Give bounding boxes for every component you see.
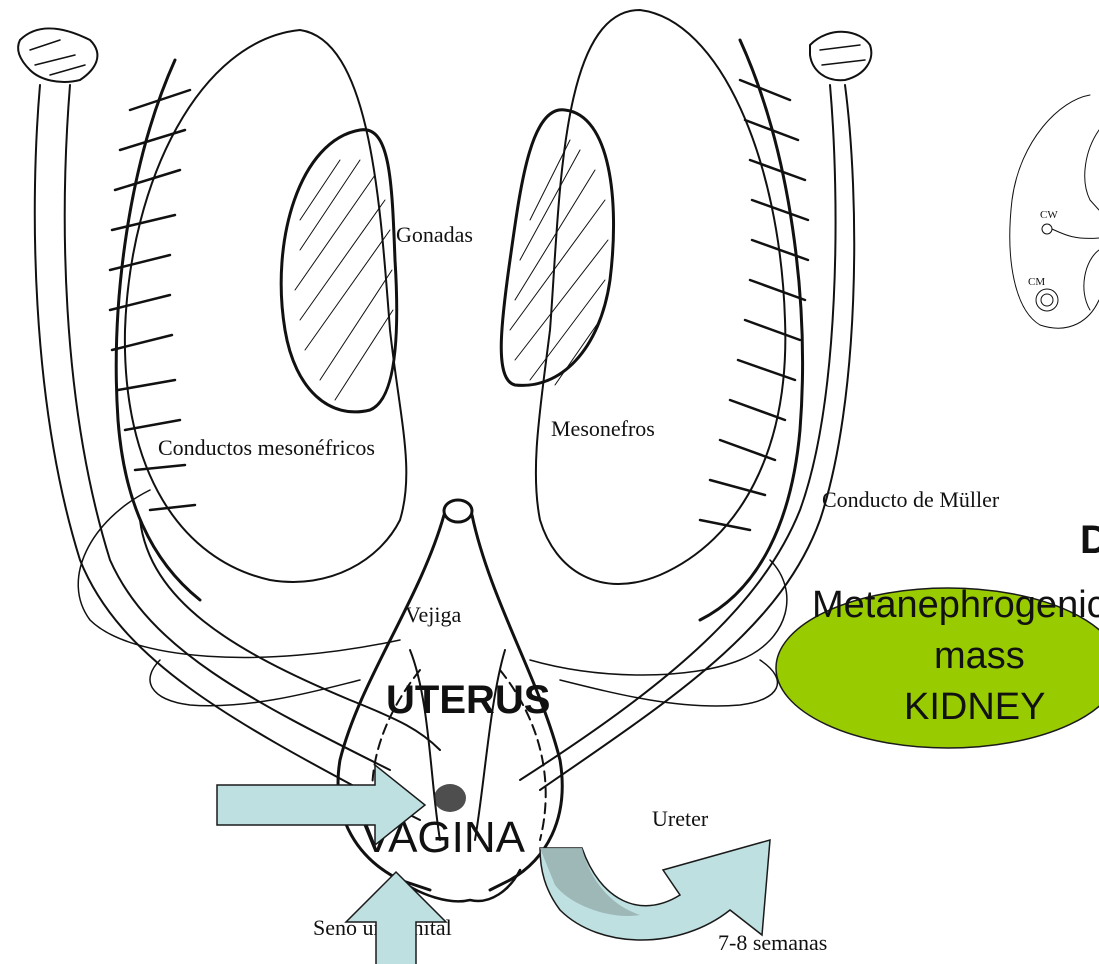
vejiga-label: Vejiga	[405, 602, 461, 627]
left-gonad	[281, 130, 397, 412]
uterus-label: UTERUS	[386, 678, 550, 722]
callout-line1: Metanephrogenic	[812, 584, 1099, 626]
gonadas-label: Gonadas	[396, 222, 473, 247]
right-tubules	[700, 80, 808, 530]
inset-sketch: CW CM	[1010, 95, 1099, 328]
mesonefros-label: Mesonefros	[551, 416, 655, 441]
d-fragment-label: D	[1080, 518, 1099, 562]
conducto-muller-label: Conducto de Müller	[822, 487, 1000, 512]
callout-line3: KIDNEY	[904, 686, 1045, 728]
ureter-label: Ureter	[652, 806, 709, 831]
inset-cm-label: CM	[1028, 276, 1045, 288]
conductos-mesonefricos-label: Conductos mesonéfricos	[158, 435, 375, 460]
right-mesonephros	[536, 10, 803, 620]
semanas-label: 7-8 semanas	[718, 930, 827, 955]
pelvic-outline	[78, 490, 787, 706]
inset-cw-label: CW	[1040, 209, 1058, 221]
upward-arrow	[346, 872, 446, 964]
callout-line2: mass	[934, 635, 1025, 677]
metanephrogenic-callout: Metanephrogenic mass KIDNEY	[776, 584, 1099, 748]
sinus-tubercle	[434, 784, 466, 812]
right-gonad	[501, 110, 613, 386]
